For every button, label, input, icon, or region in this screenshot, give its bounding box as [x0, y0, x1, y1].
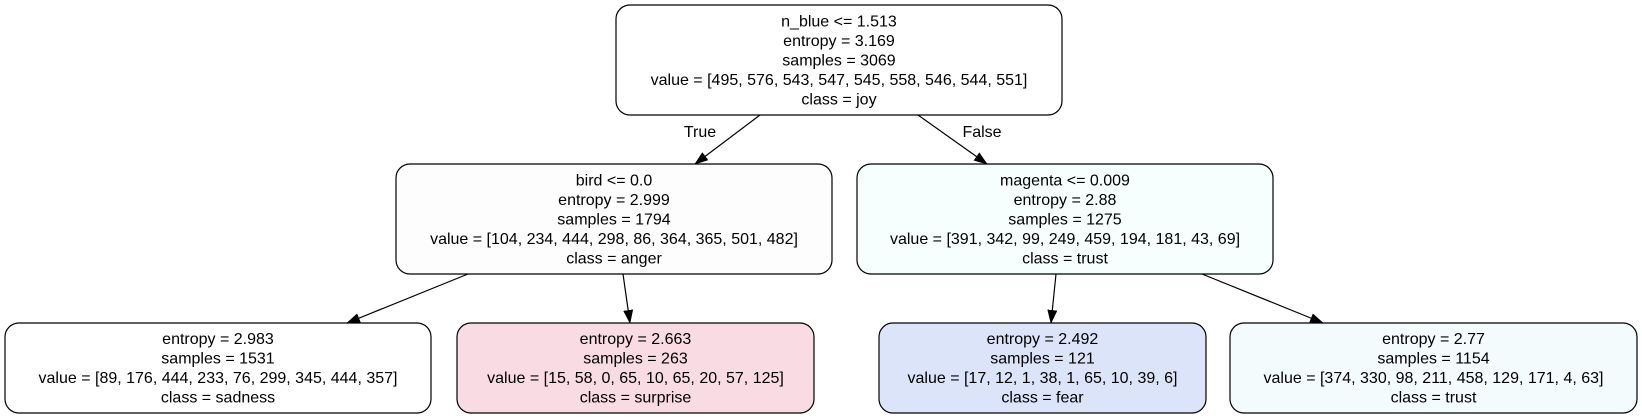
edge-label: False — [962, 124, 1001, 141]
tree-node-leaf-4: entropy = 2.77 samples = 1154 value = [374… — [1229, 322, 1638, 414]
node-line: entropy = 3.169 — [783, 33, 895, 50]
tree-node-root: n_blue <= 1.513 entropy = 3.169 samples = … — [615, 4, 1063, 116]
edge-arrow — [694, 114, 761, 165]
node-line: samples = 121 — [990, 351, 1095, 368]
edge-arrow — [1201, 273, 1324, 324]
node-line: value = [89, 176, 444, 233, 76, 299, 345… — [39, 370, 398, 387]
tree-node-leaf-3: entropy = 2.492 samples = 121 value = [17,… — [878, 322, 1207, 414]
node-line: samples = 263 — [583, 351, 688, 368]
tree-node-left: bird <= 0.0 entropy = 2.999 samples = 1794… — [395, 163, 833, 275]
node-line: class = trust — [1391, 390, 1477, 407]
node-line: samples = 1794 — [557, 211, 671, 228]
node-line: value = [374, 330, 98, 211, 458, 129, 17… — [1264, 370, 1604, 387]
node-line: class = fear — [1001, 390, 1084, 407]
tree-node-leaf-2: entropy = 2.663 samples = 263 value = [15,… — [456, 322, 815, 414]
tree-edge — [1047, 273, 1058, 324]
node-line: bird <= 0.0 — [576, 172, 653, 189]
node-line: samples = 1154 — [1377, 351, 1489, 368]
tree-edge — [622, 273, 634, 324]
node-line: value = [495, 576, 543, 547, 545, 558, 5… — [651, 72, 1028, 89]
nodes-layer: n_blue <= 1.513 entropy = 3.169 samples = … — [4, 4, 1638, 414]
tree-node-right: magenta <= 0.009 entropy = 2.88 samples = … — [856, 163, 1274, 275]
node-line: entropy = 2.663 — [580, 331, 692, 348]
edge-arrow — [622, 273, 634, 324]
node-line: entropy = 2.77 — [1382, 331, 1485, 348]
node-box — [615, 4, 1063, 116]
tree-edge: False — [917, 114, 1002, 165]
edge-arrow — [917, 114, 988, 165]
node-line: class = anger — [566, 250, 662, 267]
node-line: magenta <= 0.009 — [1000, 172, 1130, 189]
node-line: class = sadness — [161, 390, 275, 407]
edge-arrow — [346, 273, 469, 324]
node-box — [456, 322, 815, 414]
node-line: entropy = 2.492 — [987, 331, 1099, 348]
node-line: samples = 1275 — [1008, 211, 1122, 228]
node-box — [4, 322, 432, 414]
node-line: entropy = 2.999 — [558, 192, 670, 209]
node-line: class = joy — [801, 91, 876, 108]
edges-layer: True False — [346, 114, 1324, 324]
edge-arrow — [1047, 273, 1058, 324]
node-line: entropy = 2.88 — [1014, 192, 1117, 209]
node-box — [856, 163, 1274, 275]
node-line: samples = 1531 — [161, 351, 275, 368]
tree-edge: True — [684, 114, 761, 165]
node-box — [1229, 322, 1638, 414]
tree-edge — [346, 273, 469, 324]
tree-node-leaf-1: entropy = 2.983 samples = 1531 value = [89… — [4, 322, 432, 414]
node-line: value = [17, 12, 1, 38, 1, 65, 10, 39, 6… — [908, 370, 1178, 387]
edge-label: True — [684, 124, 716, 141]
node-box — [395, 163, 833, 275]
node-line: value = [104, 234, 444, 298, 86, 364, 36… — [430, 231, 798, 248]
node-line: value = [15, 58, 0, 65, 10, 65, 20, 57, … — [487, 370, 784, 387]
node-line: class = trust — [1022, 250, 1108, 267]
node-line: class = surprise — [580, 390, 692, 407]
node-box — [878, 322, 1207, 414]
node-line: samples = 3069 — [782, 52, 896, 69]
tree-edge — [1201, 273, 1324, 324]
node-line: n_blue <= 1.513 — [781, 13, 897, 30]
node-line: entropy = 2.983 — [162, 331, 274, 348]
node-line: value = [391, 342, 99, 249, 459, 194, 18… — [890, 231, 1240, 248]
